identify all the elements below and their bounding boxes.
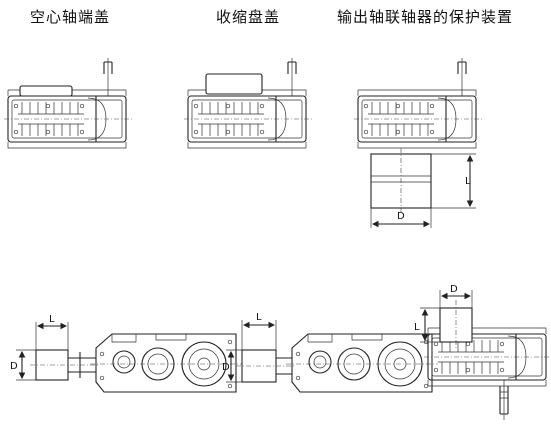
diameter-label: D [222,362,230,373]
caption-shrink-disc-cover: 收缩盘盖 [216,8,281,26]
diameter-label: D [397,211,405,222]
length-label: L [256,312,262,323]
figure-side-view-with-guard-middle: L D [222,312,439,393]
figure-shrink-disc-cover [183,58,313,149]
shrink-disc-cover-plate [205,73,263,95]
figure-hollow-shaft-end-cover [3,58,133,149]
length-label: L [414,322,420,333]
caption-hollow-shaft-end-cover: 空心轴端盖 [30,8,111,26]
figure-side-view-with-guard-left: L D [10,314,243,393]
diameter-label: D [10,361,18,372]
end-cover-plate [19,85,73,97]
caption-coupling-guard: 输出轴联轴器的保护装置 [337,8,514,26]
length-label: L [49,314,55,325]
figure-coupling-guard: L D [353,58,483,228]
length-label: L [465,176,471,187]
figure-top-view-with-guard-right: D L [414,284,551,420]
diameter-label: D [450,284,458,295]
